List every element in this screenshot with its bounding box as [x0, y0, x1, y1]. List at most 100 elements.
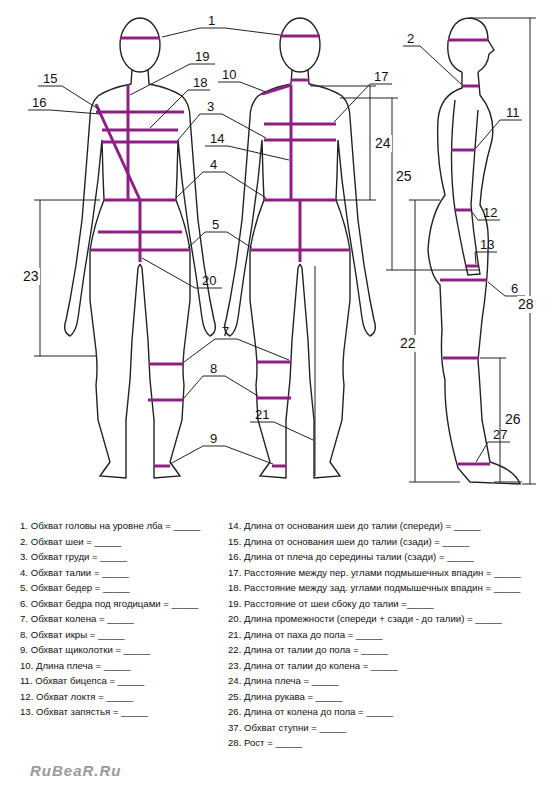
dimension-label: 22 — [399, 335, 417, 352]
watermark: RuBeaR.Ru — [30, 762, 122, 780]
leader-line — [403, 46, 461, 84]
callout-number: 20 — [201, 273, 217, 289]
knee-line — [443, 357, 479, 360]
measurement-item: 6. Обхват бедра под ягодицами = _____ — [20, 598, 198, 610]
diagonal-line — [96, 104, 140, 200]
callout-number: 11 — [505, 105, 521, 121]
head-outline — [120, 18, 160, 72]
measurement-item: 7. Обхват колена = _____ — [20, 613, 134, 625]
measurement-lines — [91, 36, 490, 466]
front-figure — [225, 18, 376, 478]
dimension-line — [310, 86, 376, 200]
measurement-item: 1. Обхват головы на уровне лба = _____ — [20, 520, 200, 532]
callout-number: 19 — [194, 49, 210, 65]
dimension-line — [470, 18, 536, 484]
front-width-line — [264, 123, 336, 126]
callout-number: 16 — [31, 95, 47, 111]
measurement-item: 17. Расстояние между пер. углами подмыше… — [228, 567, 521, 579]
calf-line — [256, 397, 291, 400]
callout-number: 17 — [373, 69, 389, 85]
measurement-item: 10. Длина плеча = _____ — [20, 660, 131, 672]
front-length-line — [290, 85, 293, 200]
leader-line — [150, 90, 210, 128]
measurement-item: 16. Длина от плеча до середины талии (сз… — [228, 551, 474, 563]
measurement-item: 15. Длина от основания шеи до талии (сза… — [228, 536, 469, 548]
measurement-item: 12. Обхват локтя = _____ — [20, 691, 133, 703]
leader-line — [142, 258, 222, 288]
thigh-line — [440, 279, 487, 282]
measurement-item: 26. Длина от колена до пола = _____ — [228, 706, 393, 718]
leader-line — [250, 422, 313, 440]
shoulder-line — [262, 85, 291, 94]
measurement-item: 20. Длина промежности (спереди + сзади -… — [228, 613, 502, 625]
back-width-line — [102, 129, 178, 132]
dimension-label: 28 — [517, 296, 535, 313]
callout-number: 18 — [192, 75, 208, 91]
measurement-item: 23. Длина от талии до колена = _____ — [228, 660, 398, 672]
ankle-line — [458, 463, 490, 466]
leader-line — [205, 146, 289, 160]
callout-number: 12 — [482, 205, 498, 221]
measurement-item: 24. Длина плеча = _____ — [228, 675, 339, 687]
measurement-item: 25. Длина рукава = _____ — [228, 691, 342, 703]
measurement-item: 13. Обхват запястья = _____ — [20, 706, 148, 718]
callout-number: 27 — [492, 427, 508, 443]
measurement-item: 5. Обхват бедер = _____ — [20, 582, 130, 594]
ankle-line — [154, 465, 170, 468]
knee-line — [256, 361, 291, 364]
bicep-line — [451, 149, 475, 152]
head-line — [280, 35, 320, 38]
callout-number: 4 — [209, 157, 218, 173]
crotch-line — [299, 200, 302, 262]
leader-line — [184, 339, 289, 362]
head-line — [448, 39, 488, 42]
callout-number: 1 — [207, 13, 216, 29]
leader-line — [475, 252, 497, 264]
measurement-item: 3. Обхват груди = _____ — [20, 551, 127, 563]
leader-line — [218, 82, 266, 92]
back-figure — [65, 18, 216, 478]
callout-number: 2 — [406, 31, 415, 47]
leader-line — [28, 110, 100, 114]
dimension-label: 25 — [395, 168, 413, 185]
dimension-line — [34, 200, 100, 356]
leader-line — [488, 282, 525, 296]
callout-number: 13 — [479, 237, 495, 253]
chest-line — [264, 139, 336, 142]
measurement-item: 21. Длина от паха до пола = _____ — [228, 629, 383, 641]
head-outline — [448, 18, 494, 72]
measurement-item: 37. Обхват ступни = _____ — [228, 722, 346, 734]
dimension-label: 26 — [504, 411, 522, 428]
callout-number: 7 — [221, 324, 230, 340]
leader-line — [188, 232, 252, 248]
callout-number: 10 — [221, 67, 237, 83]
ankle-line — [272, 465, 286, 468]
leader-line — [176, 172, 266, 198]
measurement-item: 11. Обхват бицепса = _____ — [20, 675, 144, 687]
measurement-item: 18. Расстояние между зад. углами подмыше… — [228, 582, 520, 594]
crotch-line — [139, 200, 142, 262]
callout-number: 15 — [42, 71, 58, 87]
leader-line — [476, 442, 510, 462]
dimension-label: 24 — [374, 135, 392, 152]
callout-number: 3 — [206, 99, 215, 115]
callout-number: 6 — [510, 281, 519, 297]
measurement-item: 22. Длина от талии до пола = _____ — [228, 644, 388, 656]
callout-number: 5 — [211, 217, 220, 233]
dimension-lines — [34, 18, 536, 484]
measurement-item: 9. Обхват щиколотки = _____ — [20, 644, 150, 656]
head-outline — [280, 18, 320, 72]
measurement-item: 14. Длина от основания шеи до талии (спе… — [228, 520, 481, 532]
dimension-label: 23 — [22, 268, 40, 285]
leader-lines — [28, 28, 525, 464]
leader-line — [184, 376, 258, 398]
callout-number: 9 — [209, 431, 218, 447]
body-outline — [300, 70, 375, 478]
neck-line — [291, 79, 309, 82]
leader-line — [38, 86, 100, 110]
arm-outline — [452, 100, 481, 275]
measurement-item: 8. Обхват икры = _____ — [20, 629, 125, 641]
body-outline — [225, 70, 300, 478]
head-line — [120, 37, 160, 40]
measurement-item: 2. Обхват шеи = _____ — [20, 536, 121, 548]
